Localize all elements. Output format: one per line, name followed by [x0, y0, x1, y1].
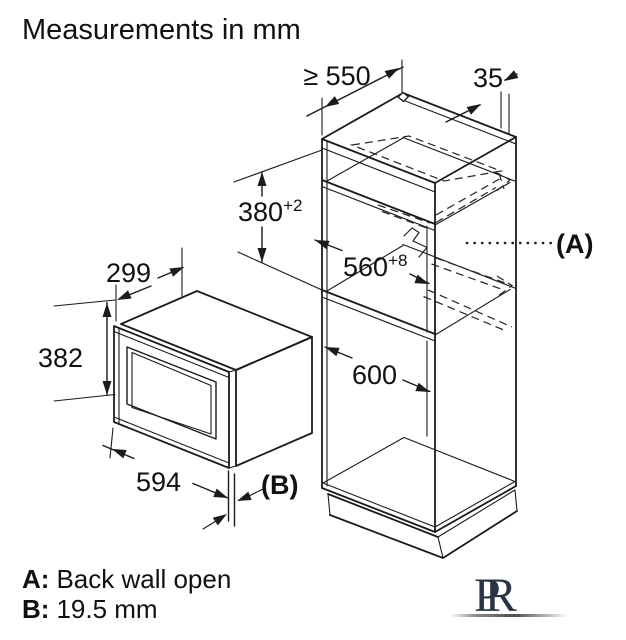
legend-key-b: B: — [22, 594, 50, 624]
microwave-drawing — [113, 290, 313, 469]
legend-row-a: A:Back wall open — [22, 564, 231, 594]
dim-cabinet-depth: ≥ 550 — [303, 59, 404, 136]
appliance-depth-label: 299 — [106, 258, 151, 288]
dim-lower-niche-width: 600 — [324, 346, 431, 393]
dim-appliance-width: 594 — [102, 427, 229, 499]
microwave-door — [113, 325, 230, 469]
legend-row-b: B:19.5 mm — [22, 594, 231, 624]
cabinet-depth-label: ≥ 550 — [303, 61, 370, 91]
logo-letter-r: R — [484, 569, 517, 622]
back-clearance-label: 35 — [473, 63, 503, 93]
niche-width-label: 560+8 — [343, 251, 407, 282]
dim-appliance-depth: 299 — [106, 247, 184, 322]
lower-niche-width-label: 600 — [352, 360, 397, 390]
legend-text-b: 19.5 mm — [56, 594, 158, 624]
niche-cutout-detail — [403, 227, 428, 258]
dim-niche-width: 560+8 — [314, 239, 430, 285]
niche-height-label: 380+2 — [238, 196, 302, 227]
open-back-dashed-lines — [349, 135, 514, 332]
microwave-door-window — [126, 346, 217, 440]
cabinet-drawing — [321, 91, 518, 559]
dim-niche-height: 380+2 — [233, 149, 323, 291]
door-protrusion-label: (B) — [261, 470, 298, 500]
legend-text-a: Back wall open — [56, 564, 232, 594]
top-rear-notch — [397, 91, 410, 103]
legend-key-a: A: — [22, 564, 50, 594]
dim-back-clearance: 35 — [445, 63, 519, 135]
legend: A:Back wall open B:19.5 mm — [22, 564, 231, 624]
dim-door-protrusion: (B) — [202, 470, 298, 530]
logo-letter-p: P — [474, 569, 501, 622]
back-wall-callout: (A) — [465, 229, 593, 259]
page-title: Measurements in mm — [22, 14, 301, 46]
dim-appliance-height: 382 — [38, 299, 116, 402]
appliance-height-label: 382 — [38, 343, 83, 373]
retailer-logo: PR — [450, 570, 568, 634]
back-wall-label: (A) — [556, 229, 593, 259]
logo-monogram: PR — [474, 570, 517, 622]
appliance-width-label: 594 — [136, 467, 181, 497]
logo-swoosh-line — [450, 614, 568, 617]
